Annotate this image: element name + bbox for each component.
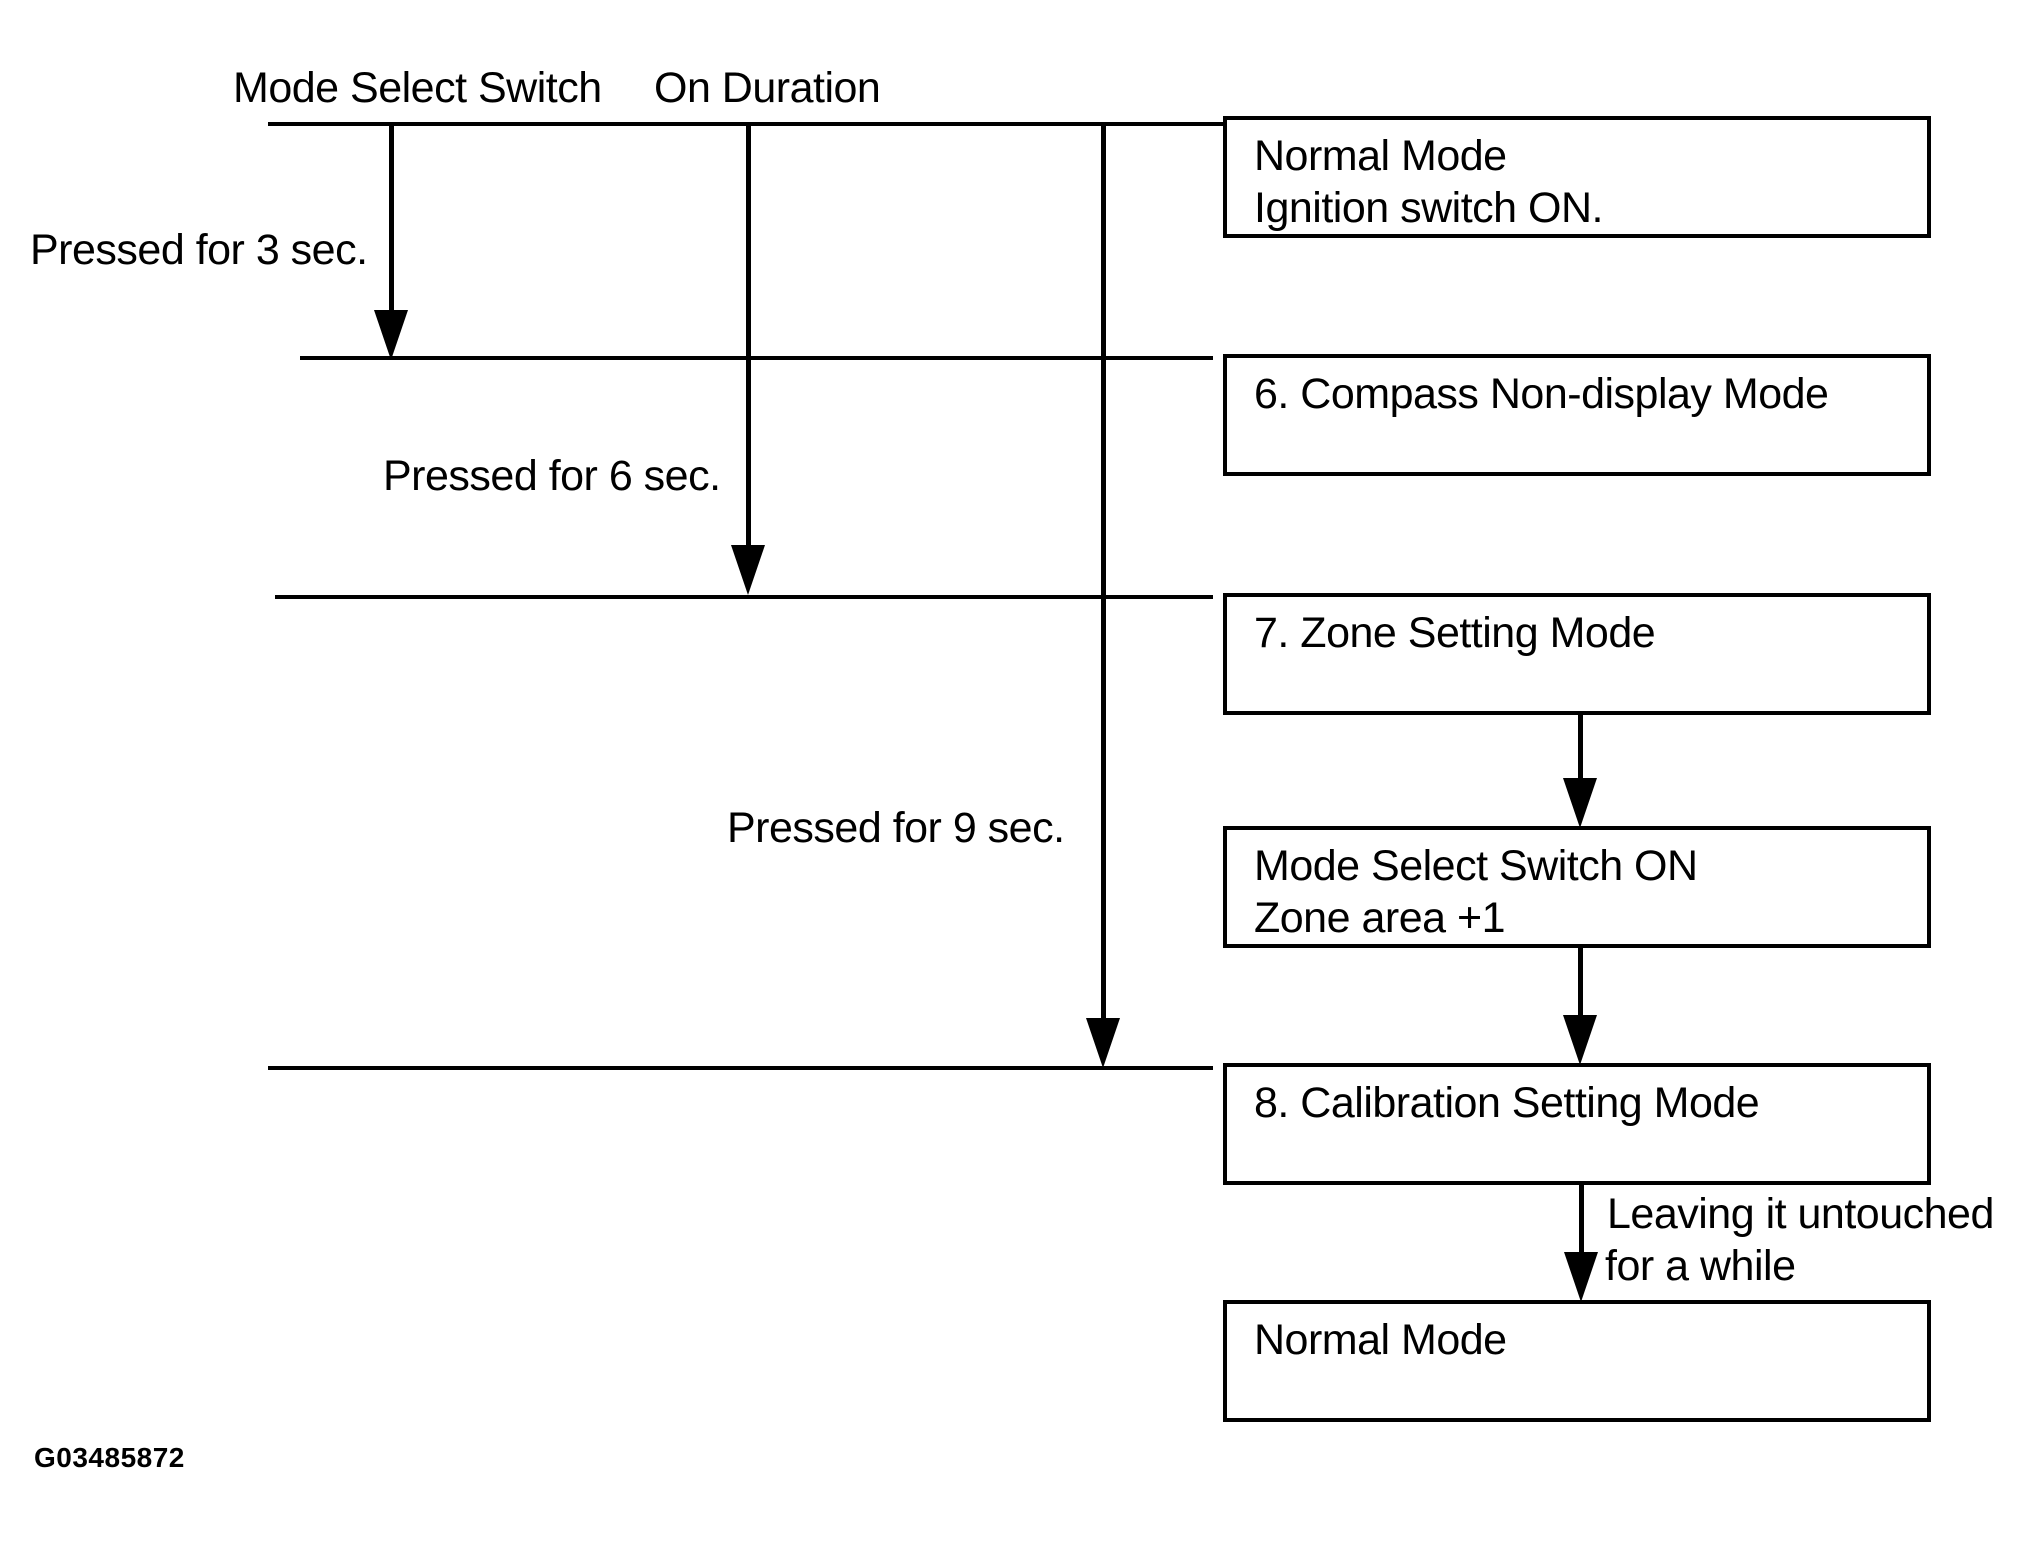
arrow-down-icon xyxy=(1563,778,1597,828)
box-normal-mode-end: Normal Mode xyxy=(1223,1300,1931,1422)
press-3-sec-label: Pressed for 3 sec. xyxy=(30,226,368,274)
arrow-down-icon xyxy=(1086,1018,1120,1068)
arrow-switch-on-to-calibration xyxy=(1562,947,1598,1065)
arrow-press-9-sec xyxy=(1085,124,1121,1068)
arrow-zone-to-switch-on xyxy=(1562,713,1598,828)
box-normal-mode-start: Normal Mode Ignition switch ON. xyxy=(1223,116,1931,238)
box-text-line: Normal Mode xyxy=(1254,132,1507,180)
figure-code: G03485872 xyxy=(34,1442,185,1473)
arrow-down-icon xyxy=(1563,1015,1597,1065)
arrow-press-6-sec xyxy=(730,124,766,595)
arrow-stem xyxy=(1578,1183,1584,1252)
box-mode-select-switch-on: Mode Select Switch ON Zone area +1 xyxy=(1223,826,1931,948)
box-text-line: Normal Mode xyxy=(1254,1316,1507,1364)
arrow-down-icon xyxy=(374,310,408,360)
arrow-stem xyxy=(388,124,394,310)
arrow-press-3-sec xyxy=(373,124,409,360)
box-text-line: Ignition switch ON. xyxy=(1254,184,1603,233)
arrow-stem xyxy=(1577,947,1583,1015)
box-text-line: 7. Zone Setting Mode xyxy=(1254,609,1656,657)
box-text-line: Mode Select Switch ON xyxy=(1254,842,1698,890)
box-text-line: Zone area +1 xyxy=(1254,894,1506,943)
box-text-line: 6. Compass Non-display Mode xyxy=(1254,370,1829,418)
arrow-down-icon xyxy=(1564,1252,1598,1302)
box-calibration-setting-mode: 8. Calibration Setting Mode xyxy=(1223,1063,1931,1185)
leaving-untouched-note-line-2: for a while xyxy=(1605,1242,1796,1290)
arrow-down-icon xyxy=(731,545,765,595)
arrow-calibration-to-normal xyxy=(1563,1183,1599,1302)
box-zone-setting-mode: 7. Zone Setting Mode xyxy=(1223,593,1931,715)
timeline-rule-calibration-setting xyxy=(268,1066,1213,1070)
column-header-mode-select-switch: Mode Select Switch xyxy=(233,64,602,112)
column-header-on-duration: On Duration xyxy=(654,64,881,112)
press-9-sec-label: Pressed for 9 sec. xyxy=(727,804,1065,852)
leaving-untouched-note-line-1: Leaving it untouched xyxy=(1607,1190,1994,1238)
timeline-rule-zone-setting xyxy=(275,595,1213,599)
box-compass-non-display-mode: 6. Compass Non-display Mode xyxy=(1223,354,1931,476)
arrow-stem xyxy=(745,124,751,545)
press-6-sec-label: Pressed for 6 sec. xyxy=(383,452,721,500)
arrow-stem xyxy=(1577,713,1583,778)
arrow-stem xyxy=(1100,124,1106,1018)
timeline-rule-compass-non-display xyxy=(300,356,1213,360)
box-text-line: 8. Calibration Setting Mode xyxy=(1254,1079,1760,1127)
